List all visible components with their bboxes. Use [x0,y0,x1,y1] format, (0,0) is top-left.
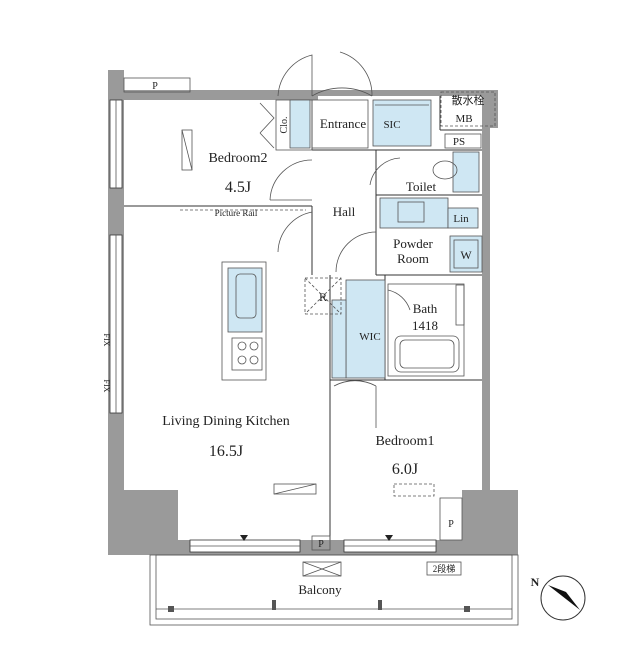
labels: Bedroom2 4.5J Living Dining Kitchen 16.5… [102,81,485,597]
living-size: 16.5J [209,443,243,460]
ladder-box [426,561,462,576]
fixtures [180,91,496,551]
linen-label: Lin [453,213,469,225]
ladder-label: 2段梯 [433,563,456,574]
balcony-hatch [302,561,342,577]
bedroom2-label: Bedroom2 [208,151,267,166]
p-top-label: P [152,81,158,92]
mb-box [440,91,496,127]
sic-cabinet [372,99,432,147]
entrance-label: Entrance [320,116,366,131]
bottom-windows [189,535,437,553]
compass-needle-icon [548,585,580,610]
top-wall-bedroom2 [108,90,318,100]
bedroom1-size: 6.0J [392,461,418,478]
ac-bedroom2 [181,129,193,171]
wic-label: WIC [359,331,380,343]
compass-ring [540,575,586,621]
bottom-right-wall [462,490,518,555]
bottom-wall [108,540,518,555]
bathtub [394,335,460,373]
closet-label: Clo. [279,117,290,134]
powder-label-1: Powder [393,236,433,251]
bath-size: 1418 [412,318,438,333]
mb-wall [490,90,498,128]
p-right-label: P [448,519,454,530]
interior [124,100,482,490]
pipe-space-bottom [311,535,331,551]
bedroom2-size: 4.5J [225,179,251,196]
kitchen-counter [221,261,267,381]
bedroom1-label: Bedroom1 [375,434,434,449]
top-wall-entrance [310,90,490,96]
pipe-space-right [439,497,463,541]
linen-cabinet [447,207,479,229]
hall-label: Hall [333,204,356,219]
ac-ldk [273,483,317,495]
balcony-outline [149,554,519,626]
fix-label-2: FIX [102,380,111,393]
doors [259,51,411,428]
vanity [379,197,449,229]
bath-label: Bath [413,301,438,316]
fridge-space [304,277,342,315]
toilet-fixture [452,151,480,193]
fix-label-1: FIX [102,334,111,347]
washer-space [449,235,483,273]
toilet-label: Toilet [406,179,437,194]
ps-box [444,133,482,149]
powder-label-2: Room [397,251,429,266]
washer-label: W [460,248,472,262]
balcony-label: Balcony [298,582,342,597]
compass: N [531,575,586,621]
ac-bedroom1 [393,483,435,497]
compass-label: N [531,575,540,589]
picture-rail-label: Picture Rail [215,208,258,218]
living-label: Living Dining Kitchen [162,414,290,429]
sic-label: SIC [383,119,400,131]
right-wall [482,90,490,490]
interior-bottom [178,490,462,540]
left-windows [109,99,123,414]
fridge-label: R [319,290,327,304]
sprinkler-label: 散水栓 [452,93,485,107]
p-bottom-label: P [318,539,324,550]
mb-label: MB [455,113,472,125]
pipe-space-top [123,77,191,93]
cooktop [231,337,263,371]
ps-label: PS [453,136,465,148]
wic-shelf [345,279,386,379]
